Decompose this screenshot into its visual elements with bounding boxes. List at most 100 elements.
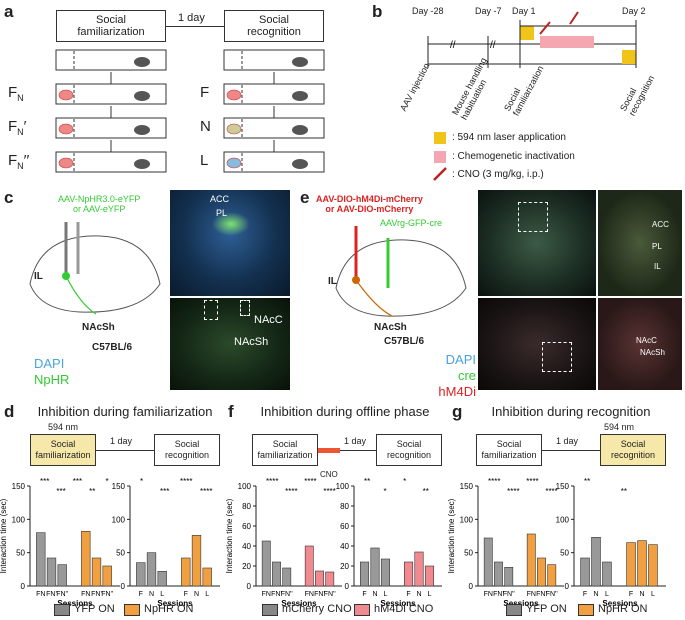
x-tick-label: FN' — [91, 591, 102, 598]
f-gap-line — [318, 450, 376, 451]
f-cno-label: CNO — [320, 470, 338, 479]
bar — [181, 557, 191, 587]
g-legend-1: YFP ON — [526, 603, 567, 615]
bar — [102, 565, 112, 587]
g-legend-swatch-2 — [578, 604, 594, 616]
e-img-label-il: IL — [654, 262, 661, 271]
c-img-label-nacsh: NAcSh — [234, 336, 269, 348]
y-tick-label: 100 — [460, 515, 474, 524]
significance-mark: *** — [40, 478, 49, 486]
c-image-expression — [212, 212, 250, 236]
d-title: Inhibition during familiarization — [37, 404, 213, 419]
y-tick-label: 40 — [242, 542, 251, 551]
significance-mark: ** — [364, 478, 370, 486]
x-tick-label: F — [583, 591, 587, 598]
g-laser-label: 594 nm — [604, 422, 635, 432]
c-legend-dapi: DAPI — [34, 356, 65, 371]
d-laser-label: 594 nm — [48, 422, 79, 432]
b-legend-chemo: : Chemogenetic inactivation — [452, 151, 575, 162]
e-legend-cre: cre — [457, 368, 476, 383]
significance-mark: **** — [323, 487, 335, 496]
significance-mark: * — [105, 478, 108, 486]
a-right-label-1: F — [200, 84, 210, 101]
c-img-label-pl: PL — [216, 208, 228, 218]
bar — [272, 561, 281, 587]
b-timeline: // // — [427, 11, 637, 68]
d-fam-label: Social familiarization — [35, 439, 91, 460]
e-il: IL — [328, 276, 337, 287]
a-gap-label: 1 day — [178, 12, 205, 24]
y-tick-label: 150 — [112, 482, 126, 491]
f-legend-swatch-1 — [262, 604, 278, 616]
x-tick-label: N — [372, 591, 377, 598]
bar — [494, 561, 503, 587]
panel-label-g: g — [452, 402, 463, 421]
a-gap-line — [166, 26, 224, 27]
a-mouse-icon — [134, 91, 150, 101]
a-right-label-3: L — [200, 152, 209, 169]
g-gap-label: 1 day — [556, 436, 579, 446]
bar — [547, 564, 557, 587]
a-left-label-3: FN′′ — [8, 152, 30, 171]
a-mouse-icon — [292, 57, 308, 67]
significance-mark: *** — [56, 487, 65, 496]
svg-text://: // — [450, 40, 456, 51]
bar — [403, 561, 414, 587]
syringe-icon — [433, 167, 447, 181]
y-tick-label: 80 — [340, 502, 349, 511]
x-tick-label: FN'' — [503, 591, 515, 598]
x-axis-label: Sessions — [503, 599, 539, 608]
significance-mark: **** — [200, 487, 212, 496]
a-stimulus-mouse-icon — [226, 89, 242, 101]
y-tick-label: 0 — [469, 582, 474, 591]
y-tick-label: 0 — [247, 582, 252, 591]
x-axis-label: Sessions — [380, 599, 416, 608]
x-tick-label: N — [149, 591, 154, 598]
g-gap-line — [542, 450, 600, 451]
f-gap-label: 1 day — [344, 436, 367, 446]
e-img-label-acc: ACC — [652, 220, 669, 229]
significance-mark: **** — [526, 478, 538, 486]
d-legend-swatch-1 — [54, 604, 70, 616]
e-image-top — [478, 190, 596, 296]
bar — [46, 557, 57, 587]
d-legend-2: NpHR ON — [144, 603, 194, 615]
bar — [261, 540, 271, 587]
g-fam-label: Social familiarization — [481, 439, 537, 460]
x-tick-label: FN'' — [324, 591, 336, 598]
significance-mark: ** — [89, 487, 95, 496]
f-title: Inhibition during offline phase — [260, 404, 430, 419]
bar — [637, 540, 647, 587]
y-tick-label: 0 — [565, 582, 570, 591]
y-tick-label: 60 — [340, 522, 349, 531]
y-tick-label: 60 — [242, 522, 251, 531]
bar — [504, 567, 514, 587]
g-rec-label: Social recognition — [610, 439, 656, 460]
significance-mark: *** — [73, 478, 82, 486]
e-img-label-nacc: NAcC — [636, 336, 657, 345]
y-tick-label: 80 — [242, 502, 251, 511]
d-legend-1: YFP ON — [74, 603, 115, 615]
x-axis-label: Sessions — [602, 599, 638, 608]
significance-mark: ** — [584, 478, 590, 486]
x-tick-label: L — [160, 591, 164, 598]
x-tick-label: FN' — [46, 591, 57, 598]
x-tick-label: F — [406, 591, 410, 598]
y-tick-label: 50 — [464, 549, 473, 558]
x-tick-label: FN — [484, 591, 493, 598]
e-brain-diagram — [335, 226, 467, 317]
bar — [325, 571, 335, 587]
b-day-2: Day -7 — [475, 6, 502, 16]
bar — [136, 562, 146, 587]
x-tick-label: FN'' — [56, 591, 68, 598]
significance-mark: **** — [488, 478, 500, 486]
significance-mark: *** — [160, 487, 169, 496]
panel-label-f: f — [228, 402, 234, 421]
e-img-label-pl: PL — [652, 242, 662, 251]
y-tick-label: 100 — [112, 515, 126, 524]
significance-mark: **** — [304, 478, 316, 486]
